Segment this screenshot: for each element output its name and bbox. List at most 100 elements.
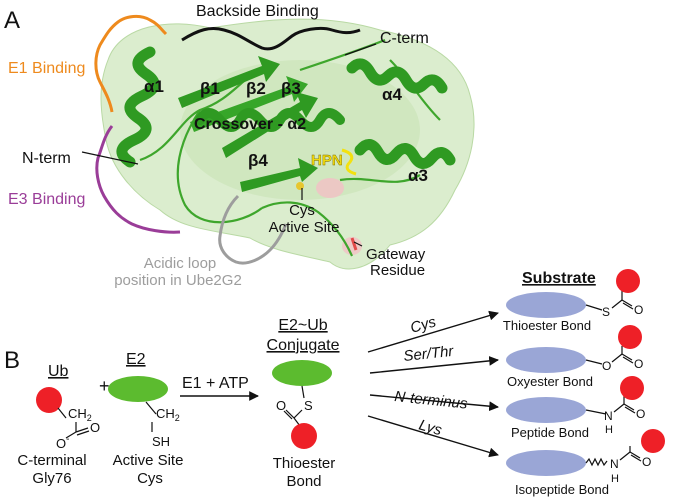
helix-alpha2 [195,108,345,132]
peptide-bond-label: Peptide Bond [511,425,589,440]
residue-label: Residue [370,262,425,279]
e2-ch2: CH2 [156,406,180,423]
crossover-alpha2-label: Crossover - α2 [194,116,306,133]
beta2-label: β2 [246,79,266,98]
protein-structure [100,18,475,270]
peptide-h: H [605,424,613,436]
pathway-arrows [367,310,499,458]
peptide-bond [613,403,625,413]
conjugate-title-2: Conjugate [267,337,340,354]
substrate-ellipse-thioester [506,292,586,318]
conjugate-o: O [276,398,286,413]
leader-lines [81,43,377,247]
peptide-o: O [636,407,645,421]
pink-patch [342,237,362,255]
alpha1-label: α1 [144,77,164,96]
cys-atom [296,182,304,190]
e1-binding-label: E1 Binding [8,60,85,77]
oxyester-o: O [602,359,611,373]
ub-caption-1: C-terminal [17,452,86,469]
conjugate-e2-ellipse [272,360,332,386]
oxyester-bond [585,359,603,365]
conjugate-caption-1: Thioester [273,455,336,472]
thioester-bond [622,302,634,310]
thioester-bond [585,304,603,311]
ub-bond [75,427,89,433]
panel-b-letter: B [4,347,20,374]
sheet-beta4 [240,158,318,192]
gateway-label: Gateway [366,246,426,263]
oxyester-bond [622,356,634,364]
thioester-bond-label: Thioester Bond [503,318,591,333]
peptide-ub-sphere [620,376,644,400]
ub-o-minus: O- [56,434,69,451]
isopeptide-bond-label: Isopeptide Bond [515,482,609,497]
substrate-ellipse-isopeptide [506,450,586,476]
backside-binding-label: Backside Binding [196,3,319,20]
e1-binding-trace [94,14,168,113]
oxyester-bond [621,353,633,361]
isopeptide-h: H [611,473,619,485]
conjugate-s: S [304,398,313,413]
ub-bond [65,431,77,439]
beta4-label: β4 [248,151,268,170]
ub-title: Ub [48,363,69,380]
isopeptide-n: N [610,457,619,471]
e2-caption-1: Active Site [113,452,184,469]
thioester-ub-sphere [616,269,640,293]
e2-ellipse [108,376,168,402]
panel-a-letter: A [4,7,20,34]
thioester-bond [611,299,623,309]
surface-blob [180,60,420,200]
conjugate-bond [301,385,305,399]
serthr-pathway-label: Ser/Thr [403,343,456,365]
conjugate-ub-sphere [291,423,317,449]
serthr-pathway-arrow [369,356,499,374]
ub-sphere [36,387,62,413]
gateway-residue-marker [350,237,358,251]
e2-sh: SH [152,434,170,449]
conjugate-bond [285,409,295,419]
isopeptide-bond [630,454,642,462]
e3-binding-trace [95,125,181,234]
helix-alpha1 [116,46,160,168]
e2-caption-2: Cys [137,470,163,487]
substrate-title: Substrate [522,270,596,287]
oxyester-ub-sphere [618,325,642,349]
ub-ch2: CH2 [68,406,92,423]
alpha3-label: α3 [408,166,428,185]
cys-label: Cys [289,202,315,219]
hpn-label: HPN [311,152,343,169]
isopeptide-ub-sphere [641,429,665,453]
lys-pathway-arrow [367,415,499,458]
isopeptide-lysine-chain [585,457,608,467]
lys-pathway-label: Lys [417,417,444,440]
thioester-bond [621,299,633,307]
e1-atp-label: E1 + ATP [182,375,249,392]
cterm-label: C-term [380,30,429,47]
oxyester-carbonyl-o: O [634,357,643,371]
oxyester-bond [611,353,623,363]
plus-sign: + [99,376,110,396]
cys-pathway-arrow [367,310,499,353]
alpha4-label: α4 [382,85,402,104]
ub-caption-2: Gly76 [32,470,71,487]
thioester-o: O [634,303,643,317]
backside-binding-trace [181,26,361,51]
helix-alpha3 [354,139,456,169]
conjugate-bond [293,409,303,419]
sheet-beta1 [178,56,280,108]
substrate-ellipse-peptide [506,397,586,423]
peptide-n: N [604,409,613,423]
acidic-loop-label: Acidic loop [144,255,217,272]
beta3-label: β3 [281,79,301,98]
e2-bond [145,401,157,415]
oxyester-bond-label: Oxyester Bond [507,374,593,389]
e2-title: E2 [126,351,146,368]
nterm-label: N-term [22,150,71,167]
ub-bond [76,430,90,436]
isopeptide-bond [629,451,641,459]
conjugate-title-1: E2~Ub [278,317,327,334]
peptide-bond [623,403,635,411]
